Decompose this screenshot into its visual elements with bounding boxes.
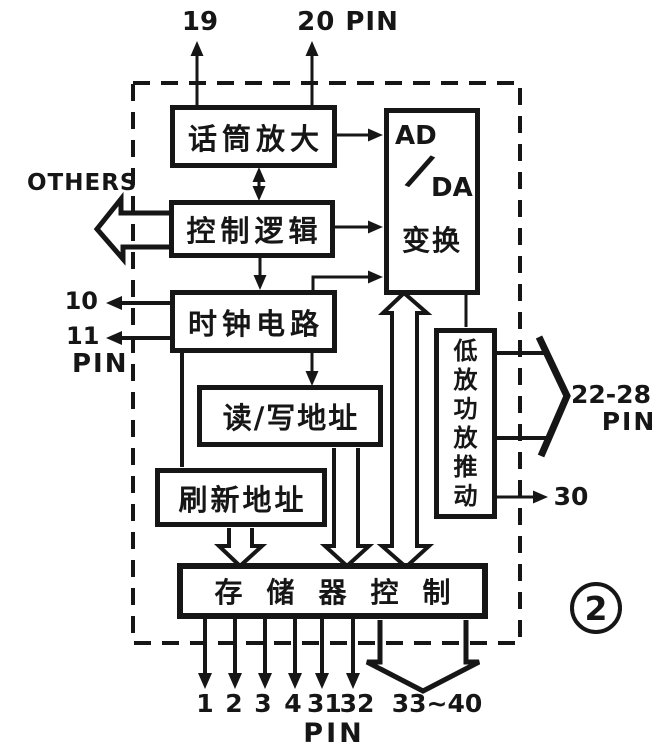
pin-label-22-28: 22-28 — [571, 380, 651, 409]
figure-number-badge: 2 — [570, 582, 622, 634]
pin-word-bottom: PIN — [303, 718, 365, 749]
block-clock-circuit-label: 时钟电路 — [187, 306, 324, 341]
wire-micamp-controllogic-bidir — [252, 167, 266, 201]
pin-label-20: 20 PIN — [297, 7, 399, 37]
bus-rwaddress-to-memory — [319, 448, 375, 569]
wire-pin-30 — [497, 490, 548, 504]
audio-driver-char: 放 — [453, 423, 478, 452]
wire-pin-20 — [305, 41, 319, 105]
pin-label-10: 10 — [64, 287, 98, 315]
wire-pin-10 — [106, 296, 170, 310]
pin-label-1: 1 — [196, 689, 214, 718]
audio-driver-char: 放 — [453, 365, 478, 394]
ad-da-label-da: DA — [431, 173, 473, 203]
block-memory-control-label: 存储器控制 — [214, 576, 475, 609]
block-rw-address-label: 读/写地址 — [222, 401, 360, 435]
pin-label-11: 11 — [66, 322, 100, 350]
bus-adda-memory-bidir — [376, 290, 435, 570]
ad-da-label-ad: AD — [395, 121, 437, 151]
pin-label-19: 19 — [181, 7, 219, 37]
block-refresh-address-label: 刷新地址 — [178, 482, 307, 517]
wire-micamp-to-adda — [337, 128, 383, 142]
pin-label-3: 3 — [254, 689, 272, 718]
audio-driver-char: 推 — [453, 452, 478, 481]
block-memory-control: 存储器控制 — [177, 563, 488, 619]
figure-number: 2 — [584, 588, 608, 628]
pin-label-32: 32 — [339, 689, 375, 718]
block-mic-amp: 话筒放大 — [170, 105, 337, 168]
wire-pin-19 — [190, 41, 204, 105]
pin-label-2: 2 — [225, 689, 243, 718]
ad-da-label-group: AD / DA 变换 — [389, 113, 475, 290]
audio-driver-char: 功 — [453, 394, 478, 423]
block-clock-circuit: 时钟电路 — [170, 290, 337, 353]
block-audio-power-driver: 低 放 功 放 推 动 — [434, 328, 497, 519]
pin-word-right: PIN — [601, 407, 657, 436]
ad-da-label-caption: 变换 — [401, 224, 462, 257]
audio-driver-char: 低 — [453, 336, 478, 365]
wire-bottom-pins — [198, 619, 360, 689]
block-control-logic: 控制逻辑 — [169, 200, 335, 258]
wire-pin-11 — [106, 331, 170, 345]
block-control-logic-label: 控制逻辑 — [186, 214, 323, 248]
block-mic-amp-label: 话筒放大 — [187, 121, 324, 156]
pin-label-30: 30 — [553, 482, 589, 511]
others-label: OTHERS — [27, 170, 138, 196]
bus-22-28-arrow — [497, 335, 571, 458]
block-ad-da-converter: AD / DA 变换 — [384, 108, 480, 295]
block-refresh-address: 刷新地址 — [155, 468, 327, 527]
pin-word-left: PIN — [72, 349, 129, 379]
bus-refreshaddress-to-memory — [214, 528, 268, 569]
wire-controllogic-to-clock — [253, 258, 267, 290]
pin-label-31: 31 — [307, 689, 342, 718]
bus-33-40-arrow — [365, 620, 481, 694]
wire-clock-to-adda — [311, 270, 383, 290]
pin-label-4: 4 — [284, 689, 302, 718]
pin-label-33-40: 33~40 — [391, 689, 483, 718]
wire-controllogic-to-adda — [335, 220, 383, 234]
wire-clock-to-rwaddress — [305, 353, 319, 386]
audio-driver-char: 动 — [453, 481, 478, 510]
others-hollow-arrow — [93, 191, 169, 266]
block-rw-address: 读/写地址 — [197, 385, 383, 447]
